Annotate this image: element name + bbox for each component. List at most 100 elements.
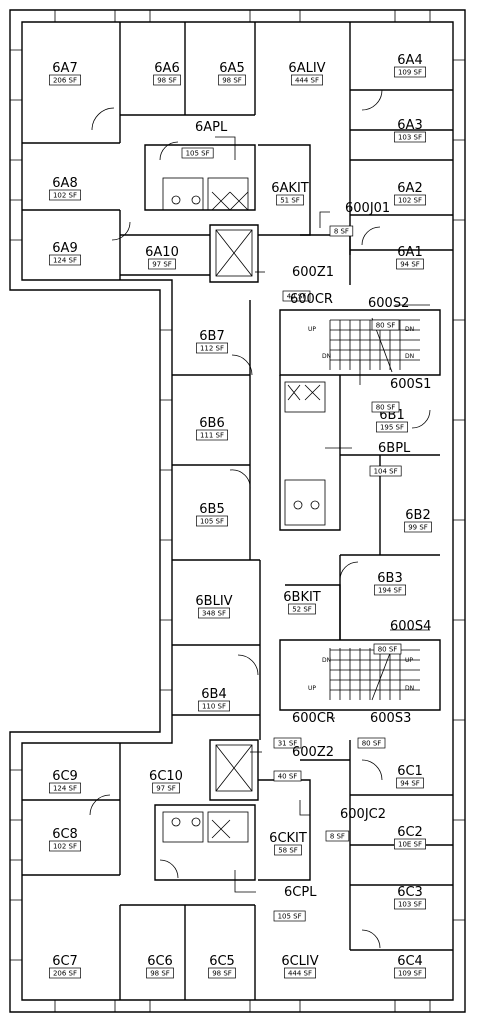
area-box	[49, 840, 81, 852]
area-box	[284, 967, 316, 979]
room-area: 206 SF	[53, 970, 77, 978]
room-name: 6B4	[201, 687, 226, 702]
room-name: 600S1	[390, 377, 431, 392]
room-area: 40 SF	[287, 293, 307, 301]
room-name: 600CR	[292, 711, 335, 726]
callout-leaders	[215, 136, 430, 893]
area-box	[146, 967, 174, 979]
room-name: 6BLIV	[195, 594, 232, 609]
room-area: 444 SF	[288, 970, 312, 978]
area-box	[153, 74, 181, 86]
room-name: 6B7	[199, 329, 224, 344]
door-swings	[89, 89, 431, 949]
room-name: 6B3	[377, 571, 402, 586]
area-box	[373, 643, 402, 655]
area-box	[49, 74, 81, 86]
stair-down-label: DN	[405, 685, 414, 692]
area-box	[396, 777, 424, 789]
room-name: 600CR	[290, 292, 333, 307]
elevator-top	[215, 229, 253, 277]
room-area: 31 SF	[278, 740, 298, 748]
area-box	[181, 147, 214, 159]
bath-fixtures-top	[162, 177, 249, 211]
room-name: 6A7	[52, 61, 77, 76]
room-name: 600JC2	[340, 807, 386, 822]
area-box	[374, 584, 406, 596]
room-name: 6CLIV	[281, 954, 318, 969]
area-box	[394, 838, 426, 850]
room-area: 348 SF	[202, 610, 226, 618]
room-name: 6C4	[397, 954, 423, 969]
area-box	[394, 967, 426, 979]
room-name: 6C10	[149, 769, 183, 784]
room-name: 600S2	[368, 296, 409, 311]
room-area: 102 SF	[53, 192, 77, 200]
room-area: 112 SF	[200, 345, 224, 353]
room-area: 104 SF	[374, 468, 398, 476]
area-box	[49, 967, 81, 979]
stair-south	[329, 647, 420, 701]
room-name: 6B5	[199, 502, 224, 517]
room-name: 6A1	[397, 245, 422, 260]
area-box	[282, 290, 311, 302]
room-area: 105 SF	[200, 518, 224, 526]
room-area: 109 SF	[398, 69, 422, 77]
room-area: 102 SF	[53, 843, 77, 851]
room-area: 51 SF	[280, 197, 300, 205]
room-name: 6A10	[145, 245, 179, 260]
room-name: 6C8	[52, 827, 78, 842]
room-name: 6AKIT	[271, 181, 309, 196]
exterior-wall-outer	[9, 9, 466, 1013]
room-name: 6B6	[199, 416, 224, 431]
room-name: 600J01	[345, 201, 390, 216]
area-box	[276, 194, 304, 206]
room-area: 105 SF	[278, 913, 302, 921]
room-area: 102 SF	[398, 197, 422, 205]
room-area: 52 SF	[292, 606, 312, 614]
area-box	[198, 607, 230, 619]
room-area: 10E SF	[398, 841, 422, 849]
unit-b-walls	[172, 300, 441, 740]
area-box	[288, 603, 316, 615]
room-area: 109 SF	[398, 970, 422, 978]
room-area: 98 SF	[157, 77, 177, 85]
stair-down-label: DN	[405, 353, 414, 360]
room-area: 110 SF	[202, 703, 226, 711]
stair-up-label: UP	[308, 326, 316, 333]
area-box	[394, 66, 426, 78]
room-name: 6C9	[52, 769, 78, 784]
room-name: 6CPL	[284, 885, 317, 900]
room-name: 600Z2	[292, 745, 334, 760]
room-name: 6A2	[397, 181, 422, 196]
room-area: 98 SF	[212, 970, 232, 978]
unit-c-walls	[22, 739, 453, 1000]
room-area: 8 SF	[330, 833, 345, 841]
room-area: 40 SF	[278, 773, 298, 781]
room-area: 444 SF	[295, 77, 319, 85]
window-notches	[10, 10, 465, 1012]
room-name: 6B2	[405, 508, 430, 523]
stair-down-label: DN	[322, 657, 331, 664]
area-box	[394, 194, 426, 206]
area-box	[218, 74, 246, 86]
bath-fixtures-middle	[284, 381, 326, 526]
room-area: 80 SF	[376, 404, 396, 412]
room-area: 58 SF	[278, 847, 298, 855]
room-area: 80 SF	[378, 646, 398, 654]
area-box	[196, 429, 228, 441]
room-area: 105 SF	[186, 150, 210, 158]
area-box	[274, 844, 302, 856]
area-box	[291, 74, 323, 86]
room-name: 6APL	[195, 120, 228, 135]
stair-up-label: UP	[405, 657, 413, 664]
area-box	[152, 782, 180, 794]
room-area: 111 SF	[200, 432, 224, 440]
area-box	[404, 521, 432, 533]
room-area: 103 SF	[398, 134, 422, 142]
room-area: 103 SF	[398, 901, 422, 909]
area-box	[208, 967, 236, 979]
area-box	[371, 401, 400, 413]
room-name: 6A3	[397, 118, 422, 133]
